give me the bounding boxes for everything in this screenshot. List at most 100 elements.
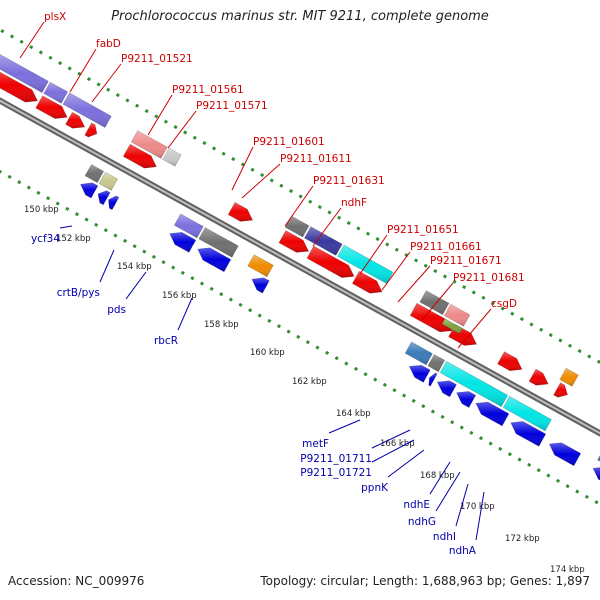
reverse-cds-13-shade (549, 442, 581, 466)
forward-cog-tile-extra-shade (442, 318, 463, 334)
forward-cog-tile-1-shade (0, 54, 49, 93)
kbp-tick-9: 166 kbp (380, 439, 415, 449)
forward-cog-tile-5-shade (162, 148, 182, 167)
gene-label-p921101681: P9211_01681 (453, 272, 525, 284)
reverse-cog-tile-1-shade (85, 164, 104, 183)
reverse-cog-tile-7-shade (427, 354, 445, 372)
reverse-cds-1-shade (80, 182, 98, 198)
leader-p921101631 (284, 185, 314, 227)
gene-label-p921101631: P9211_01631 (313, 175, 385, 187)
gene-label-p921101711: P9211_01711 (300, 453, 372, 465)
forward-cog-tile-9-shade (419, 290, 449, 315)
gene-label-p921101721: P9211_01721 (300, 467, 372, 479)
leader-p921101521 (91, 63, 122, 103)
kbp-tick-3: 154 kbp (117, 262, 152, 272)
leader-ndha (475, 491, 485, 541)
forward-cds-2-shade (35, 95, 68, 119)
leader-csgd (457, 308, 492, 349)
leader-p921101711 (371, 429, 411, 449)
gene-label-ndhi: ndhI (433, 531, 456, 543)
forward-cog-tile-2-shade (43, 82, 68, 104)
leader-fabd (69, 48, 97, 93)
reverse-cog-tile-3-shade (174, 213, 204, 238)
reverse-cog-tile-4-shade (198, 227, 239, 258)
forward-cds-8-shade (307, 246, 355, 278)
kbp-tick-5: 158 kbp (204, 320, 239, 330)
leader-p921101681 (421, 282, 454, 321)
gene-label-p921101571: P9211_01571 (196, 100, 268, 112)
kbp-tick-4: 156 kbp (162, 291, 197, 301)
forward-cds-4-shade (84, 122, 97, 137)
reverse-cog-tile-5-shade (247, 254, 274, 277)
forward-cds-7-shade (279, 230, 309, 253)
gene-label-ycf34: ycf34 (31, 233, 60, 245)
gene-label-p921101561: P9211_01561 (172, 84, 244, 96)
reverse-cog-tile-10-shade (597, 455, 600, 462)
gene-label-csgd: csgD (491, 298, 517, 310)
kbp-tick-11: 170 kbp (460, 502, 495, 512)
reverse-cog-tile-8-shade (440, 361, 508, 407)
forward-cog-tile-6-shade (285, 216, 309, 237)
leader-ndhe (429, 461, 451, 495)
reverse-cds-7-shade (409, 365, 431, 383)
gene-label-plsx: plsX (44, 11, 66, 23)
leader-p921101671 (397, 265, 431, 303)
reverse-cog-tile-9-shade (503, 396, 552, 431)
genome-summary: Topology: circular; Length: 1,688,963 bp… (260, 574, 590, 588)
leader-rbcr (177, 297, 193, 331)
forward-cds-5-shade (123, 144, 157, 169)
kbp-tick-12: 172 kbp (505, 534, 540, 544)
forward-cds-14-shade (553, 382, 568, 398)
forward-cds-1-shade (0, 72, 38, 103)
leader-ndhf (312, 207, 342, 247)
gene-label-fabd: fabD (96, 38, 121, 50)
reverse-cds-8-shade (428, 372, 438, 387)
leader-p921101611 (241, 163, 281, 199)
leader-p921101571 (167, 110, 197, 149)
kbp-tick-10: 168 kbp (420, 471, 455, 481)
reverse-cds-3-shade (108, 195, 119, 210)
leader-p921101601 (231, 146, 254, 191)
reverse-cds-9-shade (437, 380, 457, 397)
leader-p921101651 (359, 234, 388, 275)
gene-label-p921101671: P9211_01671 (430, 255, 502, 267)
forward-cds-12-shade (497, 351, 522, 371)
ruler-reverse (0, 169, 600, 506)
forward-cog-tile-7-shade (304, 226, 343, 256)
gene-label-ndhe: ndhE (403, 499, 430, 511)
forward-cog-tile-11-shade (559, 368, 579, 387)
leader-p921101721 (371, 439, 415, 463)
accession-label: Accession: NC_009976 (8, 574, 145, 588)
leader-crtbpys (99, 249, 115, 283)
leader-pds (125, 271, 147, 300)
gene-label-ndha: ndhA (449, 545, 477, 557)
gene-label-ppnk: ppnK (361, 482, 389, 494)
reverse-cog-tile-2-shade (99, 172, 118, 191)
gene-label-pds: pds (107, 304, 126, 316)
reverse-cds-11-shade (475, 402, 509, 426)
kbp-tick-6: 160 kbp (250, 348, 285, 358)
gene-label-ndhf: ndhF (341, 197, 367, 209)
reverse-cds-12-shade (510, 421, 546, 447)
gene-label-crtbpys: crtB/pys (57, 287, 100, 299)
kbp-tick-8: 164 kbp (336, 409, 371, 419)
gene-label-ndhg: ndhG (408, 516, 436, 528)
leader-metf (328, 419, 361, 434)
forward-cog-tile-10-shade (444, 304, 470, 327)
ruler-forward (0, 29, 600, 365)
gene-label-rbcr: rbcR (154, 335, 178, 347)
forward-cog-tile-4-shade (131, 130, 168, 159)
reverse-cog-tile-6-shade (405, 341, 433, 365)
leader-ycf34 (59, 225, 73, 229)
reverse-cds-5-shade (197, 247, 231, 272)
leader-ppnk (387, 449, 425, 478)
reverse-cds-10-shade (456, 391, 476, 408)
leader-plsx (19, 21, 45, 59)
leader-p921101661 (381, 251, 411, 291)
genome-backbone-highlight (0, 99, 600, 435)
forward-cds-3-shade (65, 112, 85, 129)
reverse-cds-14-shade (593, 467, 600, 481)
forward-cog-tile-3-shade (63, 92, 112, 128)
forward-cog-tile-8-shade (337, 245, 393, 284)
